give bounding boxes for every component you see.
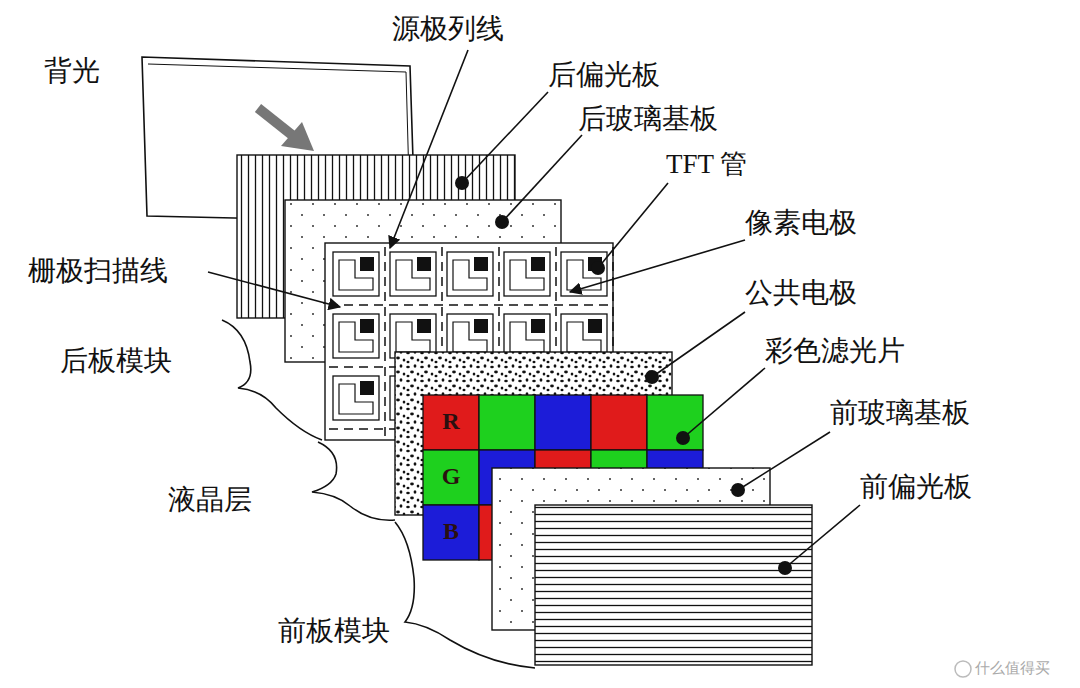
group-brace xyxy=(395,522,535,668)
tft-transistor xyxy=(588,319,602,333)
tft-transistor xyxy=(360,381,374,395)
tft-transistor xyxy=(531,319,545,333)
leader-dot xyxy=(731,483,745,497)
part-label: 背光 xyxy=(44,56,100,87)
leader-dot xyxy=(591,261,605,275)
light-arrow-shaft xyxy=(258,108,292,135)
pixel-cell xyxy=(447,252,493,296)
pixel-cell xyxy=(504,252,550,296)
part-label: 公共电极 xyxy=(745,278,857,309)
front-polarizer xyxy=(535,505,812,665)
part-label: 源极列线 xyxy=(392,14,504,45)
color-letter: R xyxy=(423,408,479,434)
leader-lines xyxy=(208,50,860,575)
filter-cell xyxy=(479,395,535,450)
part-label: 像素电极 xyxy=(745,208,857,239)
group-brace xyxy=(312,442,395,520)
pixel-cell xyxy=(333,252,379,296)
filter-cell xyxy=(423,505,479,560)
part-label: 前偏光板 xyxy=(860,472,972,503)
tft-transistor xyxy=(531,257,545,271)
tft-transistor xyxy=(360,257,374,271)
leader-line xyxy=(208,272,340,307)
filter-cell xyxy=(535,395,591,450)
part-label: 栅极扫描线 xyxy=(28,256,168,287)
leader-line xyxy=(683,368,765,438)
filter-cell xyxy=(591,395,647,450)
group-label: 前板模块 xyxy=(278,616,390,647)
leader-line xyxy=(652,312,745,377)
pixel-cell xyxy=(390,252,436,296)
pixel-cell xyxy=(333,314,379,358)
filter-cell xyxy=(647,395,703,450)
tft-transistor xyxy=(474,257,488,271)
part-label: 前玻璃基板 xyxy=(830,398,970,429)
leader-dot xyxy=(495,215,509,229)
pixel-cell xyxy=(333,376,379,420)
part-label: 彩色滤光片 xyxy=(765,336,905,367)
leader-line xyxy=(570,240,745,292)
color-letter: B xyxy=(423,518,479,544)
filter-cell xyxy=(423,450,479,505)
watermark-icon xyxy=(955,661,971,677)
leader-line xyxy=(785,505,860,568)
filter-cell xyxy=(423,395,479,450)
leader-dot xyxy=(645,370,659,384)
group-label: 后板模块 xyxy=(60,346,172,377)
source-line xyxy=(384,247,386,436)
leader-line xyxy=(462,92,548,183)
group-label: 液晶层 xyxy=(168,485,252,516)
leader-line xyxy=(738,432,830,490)
tft-transistor xyxy=(417,257,431,271)
watermark: 什么值得买 xyxy=(975,660,1050,677)
part-label: TFT 管 xyxy=(666,150,747,180)
tft-transistor xyxy=(360,319,374,333)
group-brace xyxy=(222,320,322,440)
leader-dot xyxy=(676,431,690,445)
part-label: 后偏光板 xyxy=(548,60,660,91)
pixel-cell xyxy=(561,252,607,296)
leader-line xyxy=(502,135,582,222)
light-arrow-head xyxy=(281,122,314,151)
leader-line xyxy=(390,50,468,248)
tft-transistor xyxy=(417,319,431,333)
leader-line xyxy=(598,183,668,268)
color-letter: G xyxy=(423,463,479,489)
tft-transistor xyxy=(474,319,488,333)
leader-dot xyxy=(455,176,469,190)
leader-dot xyxy=(778,561,792,575)
part-label: 后玻璃基板 xyxy=(578,104,718,135)
gate-line xyxy=(329,304,609,306)
